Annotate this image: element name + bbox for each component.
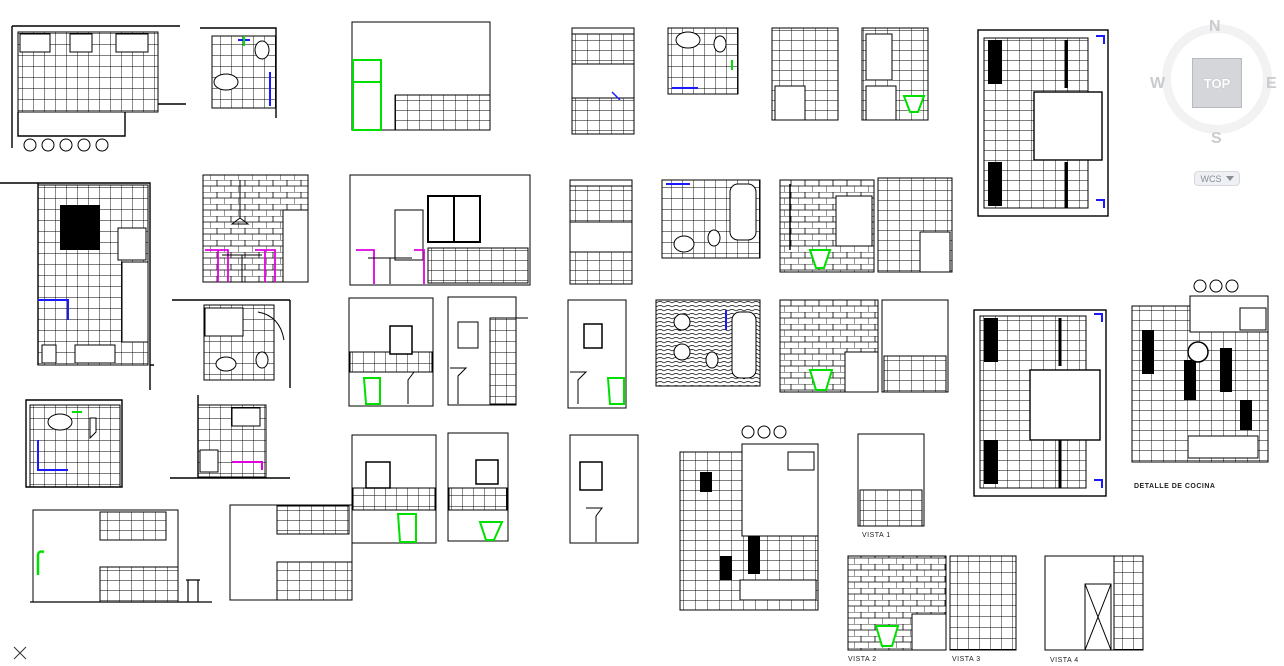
label-vista-4: VISTA 4 <box>1050 657 1079 664</box>
bathroom-elevation-3 <box>351 434 437 544</box>
kitchen-plan-1 <box>11 25 186 152</box>
chevron-down-icon <box>1225 176 1234 181</box>
bathroom-elevation-5 <box>771 27 839 121</box>
bathroom-elevation-4 <box>447 432 509 542</box>
kitchen-elevation-3 <box>351 21 491 131</box>
compass-east[interactable]: E <box>1266 75 1277 92</box>
bathroom-elevation-8 <box>877 177 953 273</box>
bathroom-elevation-9 <box>567 299 627 409</box>
kitchen-layout-plan-2 <box>973 309 1107 497</box>
viewcube-top-face[interactable]: TOP <box>1192 58 1242 108</box>
dining-elevation <box>202 174 309 283</box>
vista-2-elevation <box>847 555 947 651</box>
vista-3-elevation <box>949 555 1017 651</box>
bathroom-plan-1 <box>200 27 277 118</box>
bathroom-elevation-7 <box>779 179 875 273</box>
ucs-cross-icon <box>13 646 27 660</box>
bathroom-plan-2 <box>25 399 123 488</box>
compass-ring[interactable] <box>1162 24 1272 134</box>
bathroom-plan-3 <box>172 299 291 388</box>
coordinate-system-label: WCS <box>1200 173 1222 184</box>
bathroom-elevation-1 <box>348 297 434 407</box>
kitchen-elevation-4 <box>349 174 531 286</box>
compass-north[interactable]: N <box>1209 18 1221 35</box>
label-vista-1: VISTA 1 <box>862 532 891 539</box>
bathroom-elevation-6 <box>861 27 929 121</box>
viewcube[interactable]: N S E W TOP WCS <box>1150 14 1284 194</box>
bathroom-elevation-10 <box>779 299 879 393</box>
dining-kitchen-plan <box>0 182 154 390</box>
vista-1-elevation <box>857 433 925 527</box>
cabinet-elevation-1 <box>571 27 635 135</box>
bathroom-elevation-11 <box>881 299 949 393</box>
kitchen-layout-plan-1 <box>977 29 1109 217</box>
cabinet-elevation-2 <box>569 179 633 285</box>
kitchen-elevation-1 <box>30 509 212 603</box>
kitchen-plan-2 <box>170 395 290 479</box>
bathroom-plan-5 <box>661 179 761 259</box>
kitchen-elevation-2 <box>229 504 353 601</box>
compass-south[interactable]: S <box>1211 130 1222 147</box>
bathroom-elevation-2 <box>447 296 528 406</box>
compass-west[interactable]: W <box>1150 75 1166 92</box>
coordinate-system-dropdown[interactable]: WCS <box>1194 171 1240 186</box>
bathroom-plan-4 <box>667 27 739 95</box>
kitchen-detail-plan <box>1131 279 1269 463</box>
bathroom-elevation-12 <box>569 434 639 544</box>
label-vista-2: VISTA 2 <box>848 656 877 663</box>
bathroom-plan-6 <box>655 299 761 387</box>
vista-4-elevation <box>1044 555 1144 651</box>
label-vista-3: VISTA 3 <box>952 656 981 663</box>
kitchen-detail-elevation <box>679 425 819 611</box>
label-detalle-cocina: DETALLE DE COCINA <box>1134 483 1216 490</box>
